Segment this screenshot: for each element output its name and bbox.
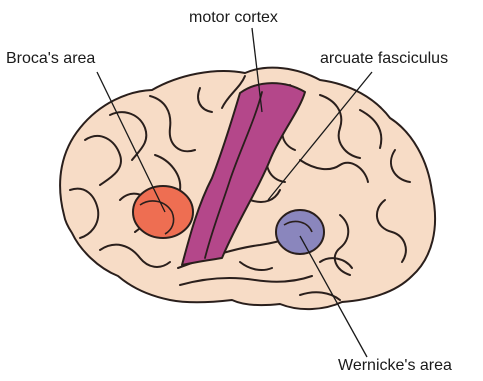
arcuate-fasciculus-label: arcuate fasciculus	[320, 50, 448, 68]
broca-area-label: Broca's area	[6, 50, 95, 68]
wernicke-area-region	[276, 210, 324, 254]
wernicke-area-label: Wernicke's area	[338, 357, 452, 375]
motor-cortex-label: motor cortex	[189, 9, 278, 27]
broca-area-region	[133, 186, 193, 238]
